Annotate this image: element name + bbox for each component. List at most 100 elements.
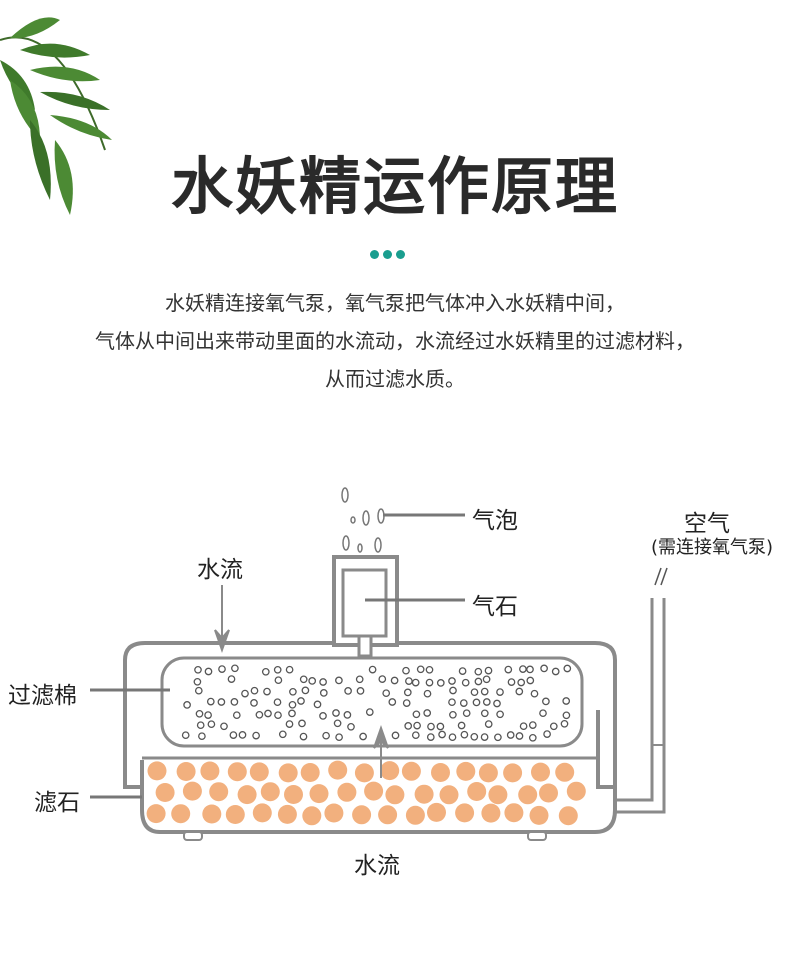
filter-stone-pebble (252, 803, 272, 823)
cotton-pore (218, 665, 226, 673)
cotton-pore (181, 731, 190, 740)
label-filter-cotton: 过滤棉 (8, 683, 77, 709)
filter-stone-pebble (401, 761, 421, 781)
filter-stone-pebble (488, 785, 508, 805)
cotton-pore (319, 689, 328, 697)
filter-stone-pebble (427, 802, 446, 822)
filter-stone-pebble (539, 783, 558, 803)
cotton-pore (301, 686, 310, 695)
filter-stone-pebble (249, 762, 269, 782)
cotton-pore (273, 665, 282, 674)
accent-dot (370, 250, 379, 259)
cotton-pore (416, 665, 425, 674)
cotton-pore (496, 710, 504, 719)
cotton-pore (411, 678, 420, 687)
cotton-pore (264, 709, 272, 718)
cotton-pore (515, 732, 524, 740)
cotton-pore (319, 712, 327, 720)
filter-stone-pebble (300, 763, 320, 782)
cotton-pore (413, 721, 421, 730)
water-flow-arrow-up (373, 724, 389, 778)
filter-stone-pebble (200, 761, 220, 781)
cotton-pore (484, 720, 493, 728)
cotton-pore (425, 665, 434, 674)
cotton-pore (231, 664, 239, 673)
filter-stone-pebble (146, 804, 166, 824)
cotton-pore (308, 677, 317, 685)
filter-stone-pebble (455, 803, 475, 823)
filter-stone-pebble (225, 805, 245, 824)
filter-stone-pebble (504, 803, 524, 823)
label-filter-stone: 滤石 (34, 790, 80, 816)
label-air: 空气 (684, 511, 730, 537)
cotton-pore (347, 722, 355, 731)
cotton-pore (423, 709, 432, 717)
cotton-pore (449, 686, 457, 695)
cotton-pore (425, 678, 434, 687)
cotton-pore (448, 677, 456, 685)
label-bubbles: 气泡 (472, 508, 518, 534)
filter-stone-pebble (324, 803, 344, 823)
cotton-pore (480, 733, 489, 741)
cotton-pore (289, 687, 297, 696)
cotton-pore (299, 675, 308, 684)
cotton-pore (563, 664, 572, 673)
filter-stone-pebble (518, 785, 538, 805)
cotton-pore (528, 721, 537, 729)
page-title: 水妖精运作原理 (170, 150, 619, 223)
cotton-pore (229, 731, 238, 739)
filter-stone-pebble (309, 784, 329, 804)
label-air-stone: 气石 (472, 594, 518, 620)
cotton-pore (255, 710, 264, 719)
filter-stone-pebble (227, 762, 247, 782)
cotton-pore (427, 722, 435, 731)
filter-stone-pebble (277, 804, 297, 824)
cotton-pore (496, 688, 504, 696)
cotton-pore (335, 733, 343, 742)
cotton-pore (423, 689, 432, 698)
filter-stone-pebble (431, 763, 450, 782)
cotton-pore (436, 722, 445, 731)
cotton-pore (449, 710, 457, 719)
cotton-pore (365, 708, 374, 716)
filter-stone-pebble (328, 760, 348, 780)
cotton-pore (448, 733, 457, 742)
cotton-pore (250, 699, 258, 707)
cotton-pore (539, 709, 547, 718)
cotton-pore (278, 730, 287, 739)
cotton-pore (263, 687, 271, 696)
water-flow-arrow-down (214, 585, 230, 654)
cotton-pore (482, 675, 491, 684)
filter-housing (123, 641, 617, 834)
cotton-pore (313, 700, 322, 709)
cotton-pore (355, 675, 364, 684)
cotton-pore (198, 732, 206, 741)
filter-stone-pebble (555, 762, 575, 782)
filter-stone-pebble (171, 804, 191, 824)
cotton-pore (560, 719, 569, 728)
cotton-pore (412, 710, 421, 719)
cotton-pore (458, 667, 467, 675)
cotton-pore (356, 687, 365, 695)
cotton-pore (252, 731, 260, 740)
filter-stone-pebble (414, 784, 434, 804)
cotton-pore (517, 678, 526, 687)
cotton-pore (426, 733, 435, 741)
cotton-pore (335, 676, 343, 685)
cotton-pore (462, 709, 471, 718)
filter-stone-pebble (558, 806, 578, 826)
cotton-pore (204, 711, 212, 719)
cotton-pore (359, 732, 367, 741)
cotton-pore (405, 677, 413, 685)
filter-stone-pebble (202, 804, 222, 824)
cotton-pore (273, 698, 282, 707)
filter-stone-pebble (503, 763, 523, 783)
cotton-pore (232, 711, 241, 720)
filter-stone-pebble (439, 785, 459, 805)
cotton-pore (332, 709, 340, 717)
air-stone (341, 568, 388, 638)
cotton-pore (470, 688, 479, 697)
label-water-flow-bottom: 水流 (354, 853, 400, 879)
cotton-pore (493, 699, 501, 708)
cotton-pore (388, 698, 397, 706)
